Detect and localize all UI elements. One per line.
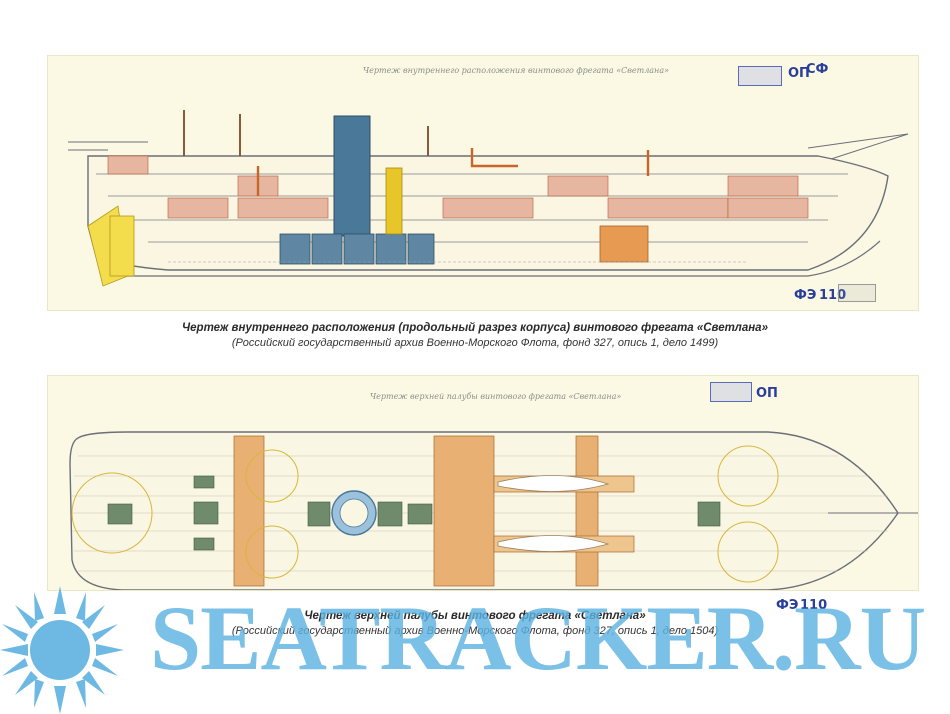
longitudinal-section-drawing: Чертеж внутреннего расположения винтовог…	[48, 56, 918, 310]
pipework	[256, 148, 650, 196]
deck-plan-svg	[69, 431, 918, 590]
stamp-op-bottom: ОП	[756, 386, 778, 401]
funnel	[333, 115, 371, 237]
rigging-lines	[68, 133, 909, 161]
mast-stubs	[183, 110, 429, 156]
stamp-110-top: 110	[819, 288, 847, 303]
caption-title-bottom: Чертеж верхней палубы винтового фрегата …	[304, 610, 646, 622]
caption-source-bottom: (Российский государственный архив Военно…	[231, 625, 719, 637]
stamp-fe-bottom: ФЭ	[776, 598, 799, 613]
signature-box-top	[838, 284, 876, 302]
handwritten-title-bottom: Чертеж верхней палубы винтового фрегата …	[370, 392, 622, 401]
stamp-fe-top: ФЭ	[794, 288, 817, 303]
boilers	[279, 233, 435, 265]
boats	[497, 475, 610, 552]
keel-line	[108, 240, 881, 277]
archive-stamp-top	[738, 66, 782, 86]
propeller-rudder	[87, 205, 135, 287]
engine-cylinder	[385, 167, 403, 235]
sun-icon	[0, 586, 124, 714]
caption-title-top: Чертеж внутреннего расположения (продоль…	[182, 322, 768, 334]
skylights	[107, 475, 721, 551]
deck-lines	[96, 173, 848, 243]
ship-section-svg	[68, 110, 909, 287]
hold-block	[599, 225, 649, 263]
gun-arcs	[71, 445, 779, 583]
archive-stamp-bottom	[710, 382, 752, 402]
watermark-text: SEATRACKER.RU	[150, 587, 926, 689]
handwritten-title-top: Чертеж внутреннего расположения винтовог…	[363, 66, 669, 75]
upper-deck-drawing: Чертеж верхней палубы винтового фрегата …	[48, 376, 918, 613]
cabin-blocks	[107, 155, 809, 219]
caption-source-top: (Российский государственный архив Военно…	[231, 337, 719, 349]
stamp-110-bottom: 110	[800, 598, 828, 613]
stamp-op-top: ОП	[788, 66, 810, 81]
stamp-sf-top: СФ	[806, 62, 829, 77]
